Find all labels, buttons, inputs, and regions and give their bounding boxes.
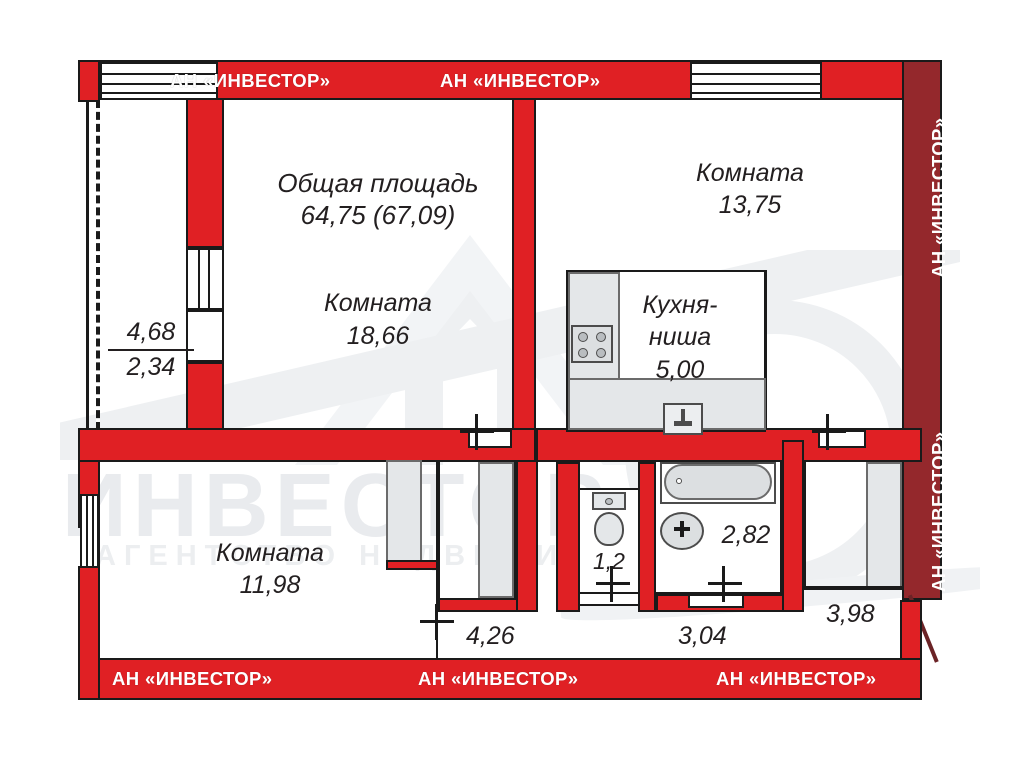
dim-tick-top-1-v <box>475 414 478 450</box>
total-area-value: 64,75 (67,09) <box>300 200 456 230</box>
banner-bottom-2: АН «ИНВЕСТОР» <box>418 668 579 689</box>
dim-tick-right-h <box>812 430 846 433</box>
kitchen-name-line1: Кухня- <box>642 291 718 319</box>
fraction-bar <box>108 348 194 351</box>
balcony-outer-wall <box>86 100 89 430</box>
room-top-left-area: 18,66 <box>346 322 410 350</box>
room-bottom-left-area: 11,98 <box>239 571 301 599</box>
dim-tick-toilet-h <box>596 582 630 585</box>
toilet-area: 1,2 <box>593 548 625 574</box>
door-corridor-leaf <box>478 462 514 598</box>
kitchen-name-line2: ниша <box>648 323 712 351</box>
toilet-flush-button <box>605 498 613 505</box>
total-area-label: Общая площадь <box>277 168 479 198</box>
wall-bottom <box>78 658 922 700</box>
wall-right <box>902 60 942 600</box>
banner-bottom-1: АН «ИНВЕСТОР» <box>112 668 273 689</box>
toilet-bowl-icon <box>594 512 624 546</box>
entry-hall-outline <box>804 460 904 590</box>
wall-left-top-stub <box>78 60 100 102</box>
bathtub-drain <box>676 478 682 484</box>
bathroom-door-opening <box>688 594 744 608</box>
kitchen-faucet <box>681 409 685 423</box>
balcony-door <box>186 310 224 362</box>
banner-top-2: АН «ИНВЕСТОР» <box>440 70 601 91</box>
kitchen-sink-basin <box>674 421 692 426</box>
banner-right-2: АН «ИНВЕСТОР» <box>928 431 949 592</box>
stove-icon <box>571 325 613 363</box>
wall-corridor-right <box>516 460 538 612</box>
balcony-area-fraction: 4,68 2,34 <box>108 318 194 382</box>
toilet-door-opening <box>578 592 640 606</box>
wall-left-bottom <box>78 566 100 700</box>
dim-tick-right-v <box>826 414 829 450</box>
wall-bathroom-right <box>782 440 804 612</box>
room-top-right-name: Комната <box>696 159 804 187</box>
banner-right-1: АН «ИНВЕСТОР» <box>928 117 949 278</box>
banner-top-1: АН «ИНВЕСТОР» <box>170 70 331 91</box>
entry-threshold <box>806 586 902 589</box>
dim-bottom-3: 3,98 <box>826 600 875 628</box>
stove-burner-2 <box>596 332 606 342</box>
window-left-lower <box>80 494 100 568</box>
room-bottom-left-name: Комната <box>216 539 324 567</box>
door-jamb-bottom-left <box>386 560 438 570</box>
balcony-area-counted: 2,34 <box>126 352 176 381</box>
window-balcony-door-glazing <box>186 248 224 310</box>
room-top-right-area: 13,75 <box>718 191 782 219</box>
room-top-left-name: Комната <box>324 289 432 317</box>
washbasin-tap-v <box>680 521 684 537</box>
dim-tick-1-v <box>435 604 438 640</box>
wall-toilet-left <box>556 462 580 612</box>
wall-entry-right <box>900 600 922 660</box>
door-bottom-left-room <box>386 460 422 570</box>
window-top-left <box>100 62 218 100</box>
stove-burner-1 <box>578 332 588 342</box>
banner-bottom-3: АН «ИНВЕСТОР» <box>716 668 877 689</box>
wall-balcony-room <box>186 98 224 248</box>
stove-burner-3 <box>578 348 588 358</box>
dim-bottom-1: 4,26 <box>466 622 515 650</box>
balcony-area-total: 4,68 <box>126 318 176 346</box>
dim-tick-toilet-v <box>610 566 613 602</box>
kitchen-area: 5,00 <box>655 356 705 384</box>
window-top-right <box>690 62 822 100</box>
bathtub-icon <box>664 464 772 500</box>
dim-bottom-2: 3,04 <box>678 622 727 650</box>
balcony-railing-dashed <box>96 100 100 430</box>
dim-tick-bath-v <box>722 566 725 602</box>
entry-door-leaf <box>866 462 902 588</box>
bathroom-area: 2,82 <box>721 521 771 549</box>
stove-burner-4 <box>596 348 606 358</box>
dim-tick-bath-h <box>708 582 742 585</box>
wall-central-vertical <box>512 98 536 443</box>
